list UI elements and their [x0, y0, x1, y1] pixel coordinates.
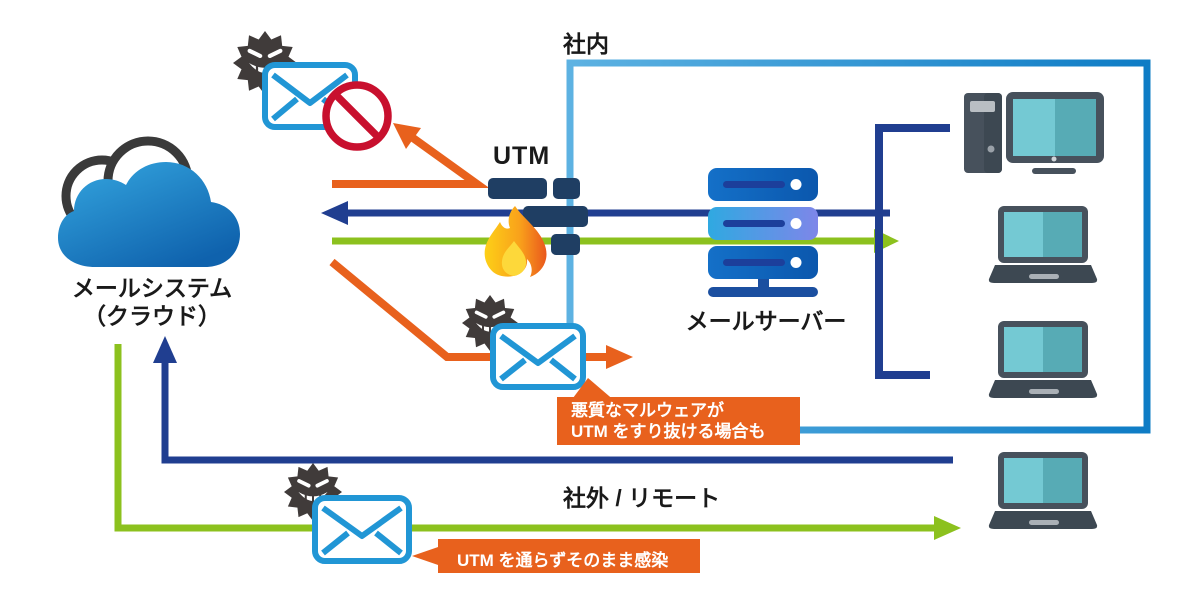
- mail-system-label-line1: メールシステム: [71, 275, 233, 301]
- external-remote-label: 社外 / リモート: [563, 485, 721, 511]
- internal-zone-label: 社内: [563, 31, 609, 57]
- callout-slip-through-line1: 悪質なマルウェアが: [571, 401, 724, 420]
- network-boundary-line: [566, 59, 1151, 434]
- callout-direct-infection: [412, 539, 700, 573]
- arrow-blocked-orange: [332, 123, 490, 188]
- laptop-icon: [988, 321, 1098, 398]
- arrow-remote-to-cloud-navy: [153, 336, 953, 464]
- malware-email-icon: [462, 295, 586, 390]
- laptop-icon: [988, 206, 1098, 283]
- callout-direct-infection-text: UTM を通らずそのまま感染: [457, 551, 669, 570]
- pc-bracket-line: [875, 124, 950, 379]
- firewall-brick-flame-icon: [484, 178, 588, 277]
- malware-email-icon: [284, 463, 412, 564]
- laptop-icon: [988, 452, 1098, 529]
- utm-label: UTM: [493, 142, 551, 170]
- callout-slip-through: [557, 378, 800, 445]
- mail-server-stack-icon: [708, 168, 818, 297]
- mail-server-label: メールサーバー: [685, 308, 847, 334]
- desktop-pc-icon: [964, 92, 1104, 174]
- flame-icon: [484, 206, 547, 277]
- callout-slip-through-line2: UTM をすり抜ける場合も: [571, 422, 766, 441]
- callout-slip-through-text: 悪質なマルウェアが UTM をすり抜ける場合も: [571, 400, 766, 442]
- cloud-icon: [58, 136, 240, 267]
- mail-system-label: メールシステム （クラウド）: [40, 274, 264, 330]
- prohibition-icon: [322, 81, 392, 151]
- malware-email-icon: [233, 31, 392, 151]
- mail-system-label-line2: （クラウド）: [83, 303, 221, 329]
- arrow-cloud-to-remote-green: [114, 344, 961, 540]
